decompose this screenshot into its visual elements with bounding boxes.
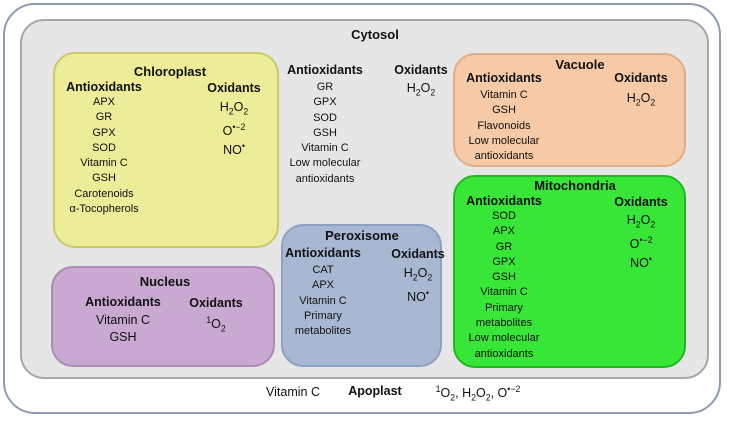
antioxidant-item: GPX: [313, 96, 337, 109]
antioxidant-item: GPX: [492, 255, 516, 268]
antioxidant-item: Vitamin C: [480, 89, 528, 101]
oxidant-item: H2O2: [403, 266, 433, 283]
antioxidant-item: Low molecular: [289, 157, 361, 170]
antioxidant-item: GSH: [492, 104, 516, 117]
antioxidant-item: CAT: [312, 264, 334, 276]
antioxidant-item: GSH: [313, 126, 337, 139]
cytosol-antioxidants-list: GR GPX SOD GSH Vitamin C Low molecular antioxi…: [270, 80, 380, 187]
oxidant-item: O•−2: [222, 121, 246, 138]
antioxidant-item: antioxidants: [474, 347, 534, 360]
antioxidant-item: α-Tocopherols: [69, 203, 139, 216]
antioxidant-item: SOD: [313, 111, 337, 124]
antioxidant-item: Low molecular: [468, 134, 540, 147]
antioxidant-item: metabolites: [475, 317, 533, 330]
cytosol-oxidants-header: Oxidants: [394, 63, 448, 77]
chloroplast-oxidants-header: Oxidants: [207, 81, 261, 95]
nucleus-antioxidants-header: Antioxidants: [85, 295, 161, 309]
antioxidant-item: antioxidants: [295, 172, 355, 185]
oxidant-item: H2O2: [626, 91, 656, 108]
antioxidant-item: APX: [492, 225, 515, 238]
antioxidant-item: metabolites: [294, 325, 352, 338]
vacuole-box: [453, 53, 686, 167]
antioxidant-item: Primary: [304, 309, 342, 322]
cytosol-title: Cytosol: [351, 27, 399, 42]
oxidant-item: O•−2: [629, 234, 653, 251]
mitochondria-title: Mitochondria: [534, 178, 616, 193]
vacuole-oxidants-header: Oxidants: [614, 71, 668, 85]
vacuole-oxidants-list: H2O2: [605, 91, 677, 111]
cytosol-antioxidants-header: Antioxidants: [287, 63, 363, 77]
antioxidant-item: GR: [495, 240, 513, 253]
peroxisome-antioxidants-list: CAT APX Vitamin C Primary metabolites: [268, 263, 378, 339]
antioxidant-item: APX: [311, 279, 334, 292]
oxidant-item: NO•: [630, 253, 652, 270]
antioxidant-item: GSH: [92, 172, 116, 185]
antioxidant-item: GSH: [492, 271, 516, 284]
peroxisome-antioxidants-header: Antioxidants: [285, 246, 361, 260]
nucleus-box: [51, 266, 275, 367]
mitochondria-oxidants-header: Oxidants: [614, 195, 668, 209]
chloroplast-antioxidants-list: APX GR GPX SOD Vitamin C GSH Carotenoids α-Toco…: [50, 95, 158, 217]
oxidant-item: H2O2: [626, 213, 656, 230]
vacuole-antioxidants-header: Antioxidants: [466, 71, 542, 85]
antioxidant-item: GSH: [109, 330, 137, 344]
antioxidant-item: Vitamin C: [299, 294, 347, 307]
antioxidant-item: Carotenoids: [74, 187, 134, 200]
chloroplast-antioxidants-header: Antioxidants: [66, 80, 142, 94]
apoplast-oxidants: 1O2, H2O2, O•−2: [435, 384, 521, 403]
nucleus-antioxidants-list: Vitamin C GSH: [68, 312, 178, 346]
antioxidant-item: Flavonoids: [477, 119, 531, 132]
apoplast-title: Apoplast: [348, 384, 402, 398]
oxidant-item: NO•: [407, 287, 429, 304]
antioxidant-item: Primary: [485, 301, 523, 314]
oxidant-item: NO•: [223, 140, 245, 157]
antioxidant-item: Vitamin C: [96, 313, 150, 327]
peroxisome-title: Peroxisome: [325, 228, 399, 243]
antioxidant-item: Low molecular: [468, 332, 540, 345]
nucleus-oxidants-header: Oxidants: [189, 296, 243, 310]
antioxidant-item: SOD: [492, 210, 516, 222]
nucleus-oxidants-list: 1O2: [180, 313, 252, 337]
antioxidant-item: antioxidants: [474, 150, 534, 163]
oxidant-item: 1O2: [206, 315, 226, 334]
antioxidant-item: Vitamin C: [80, 157, 128, 170]
mitochondria-box: [453, 175, 686, 368]
mitochondria-antioxidants-header: Antioxidants: [466, 194, 542, 208]
cytosol-oxidants-list: H2O2: [385, 81, 457, 101]
oxidant-item: H2O2: [406, 81, 436, 98]
oxidant-item: H2O2: [219, 100, 249, 117]
nucleus-title: Nucleus: [139, 274, 191, 289]
antioxidant-item: GR: [316, 81, 334, 93]
chloroplast-title: Chloroplast: [133, 64, 207, 79]
antioxidant-item: Vitamin C: [301, 142, 349, 155]
antioxidant-item: GR: [95, 111, 113, 124]
antioxidant-item: Vitamin C: [480, 286, 528, 299]
mitochondria-antioxidants-list: SOD APX GR GPX GSH Vitamin C Primary metabolite…: [450, 209, 558, 362]
vacuole-title: Vacuole: [555, 57, 605, 72]
peroxisome-box: [281, 224, 442, 367]
peroxisome-oxidants-header: Oxidants: [391, 247, 445, 261]
chloroplast-box: [53, 52, 279, 248]
antioxidant-item: GPX: [92, 126, 116, 139]
antioxidant-item: SOD: [92, 141, 116, 154]
apoplast-antioxidant: Vitamin C: [266, 385, 320, 399]
antioxidant-item: APX: [92, 96, 115, 108]
